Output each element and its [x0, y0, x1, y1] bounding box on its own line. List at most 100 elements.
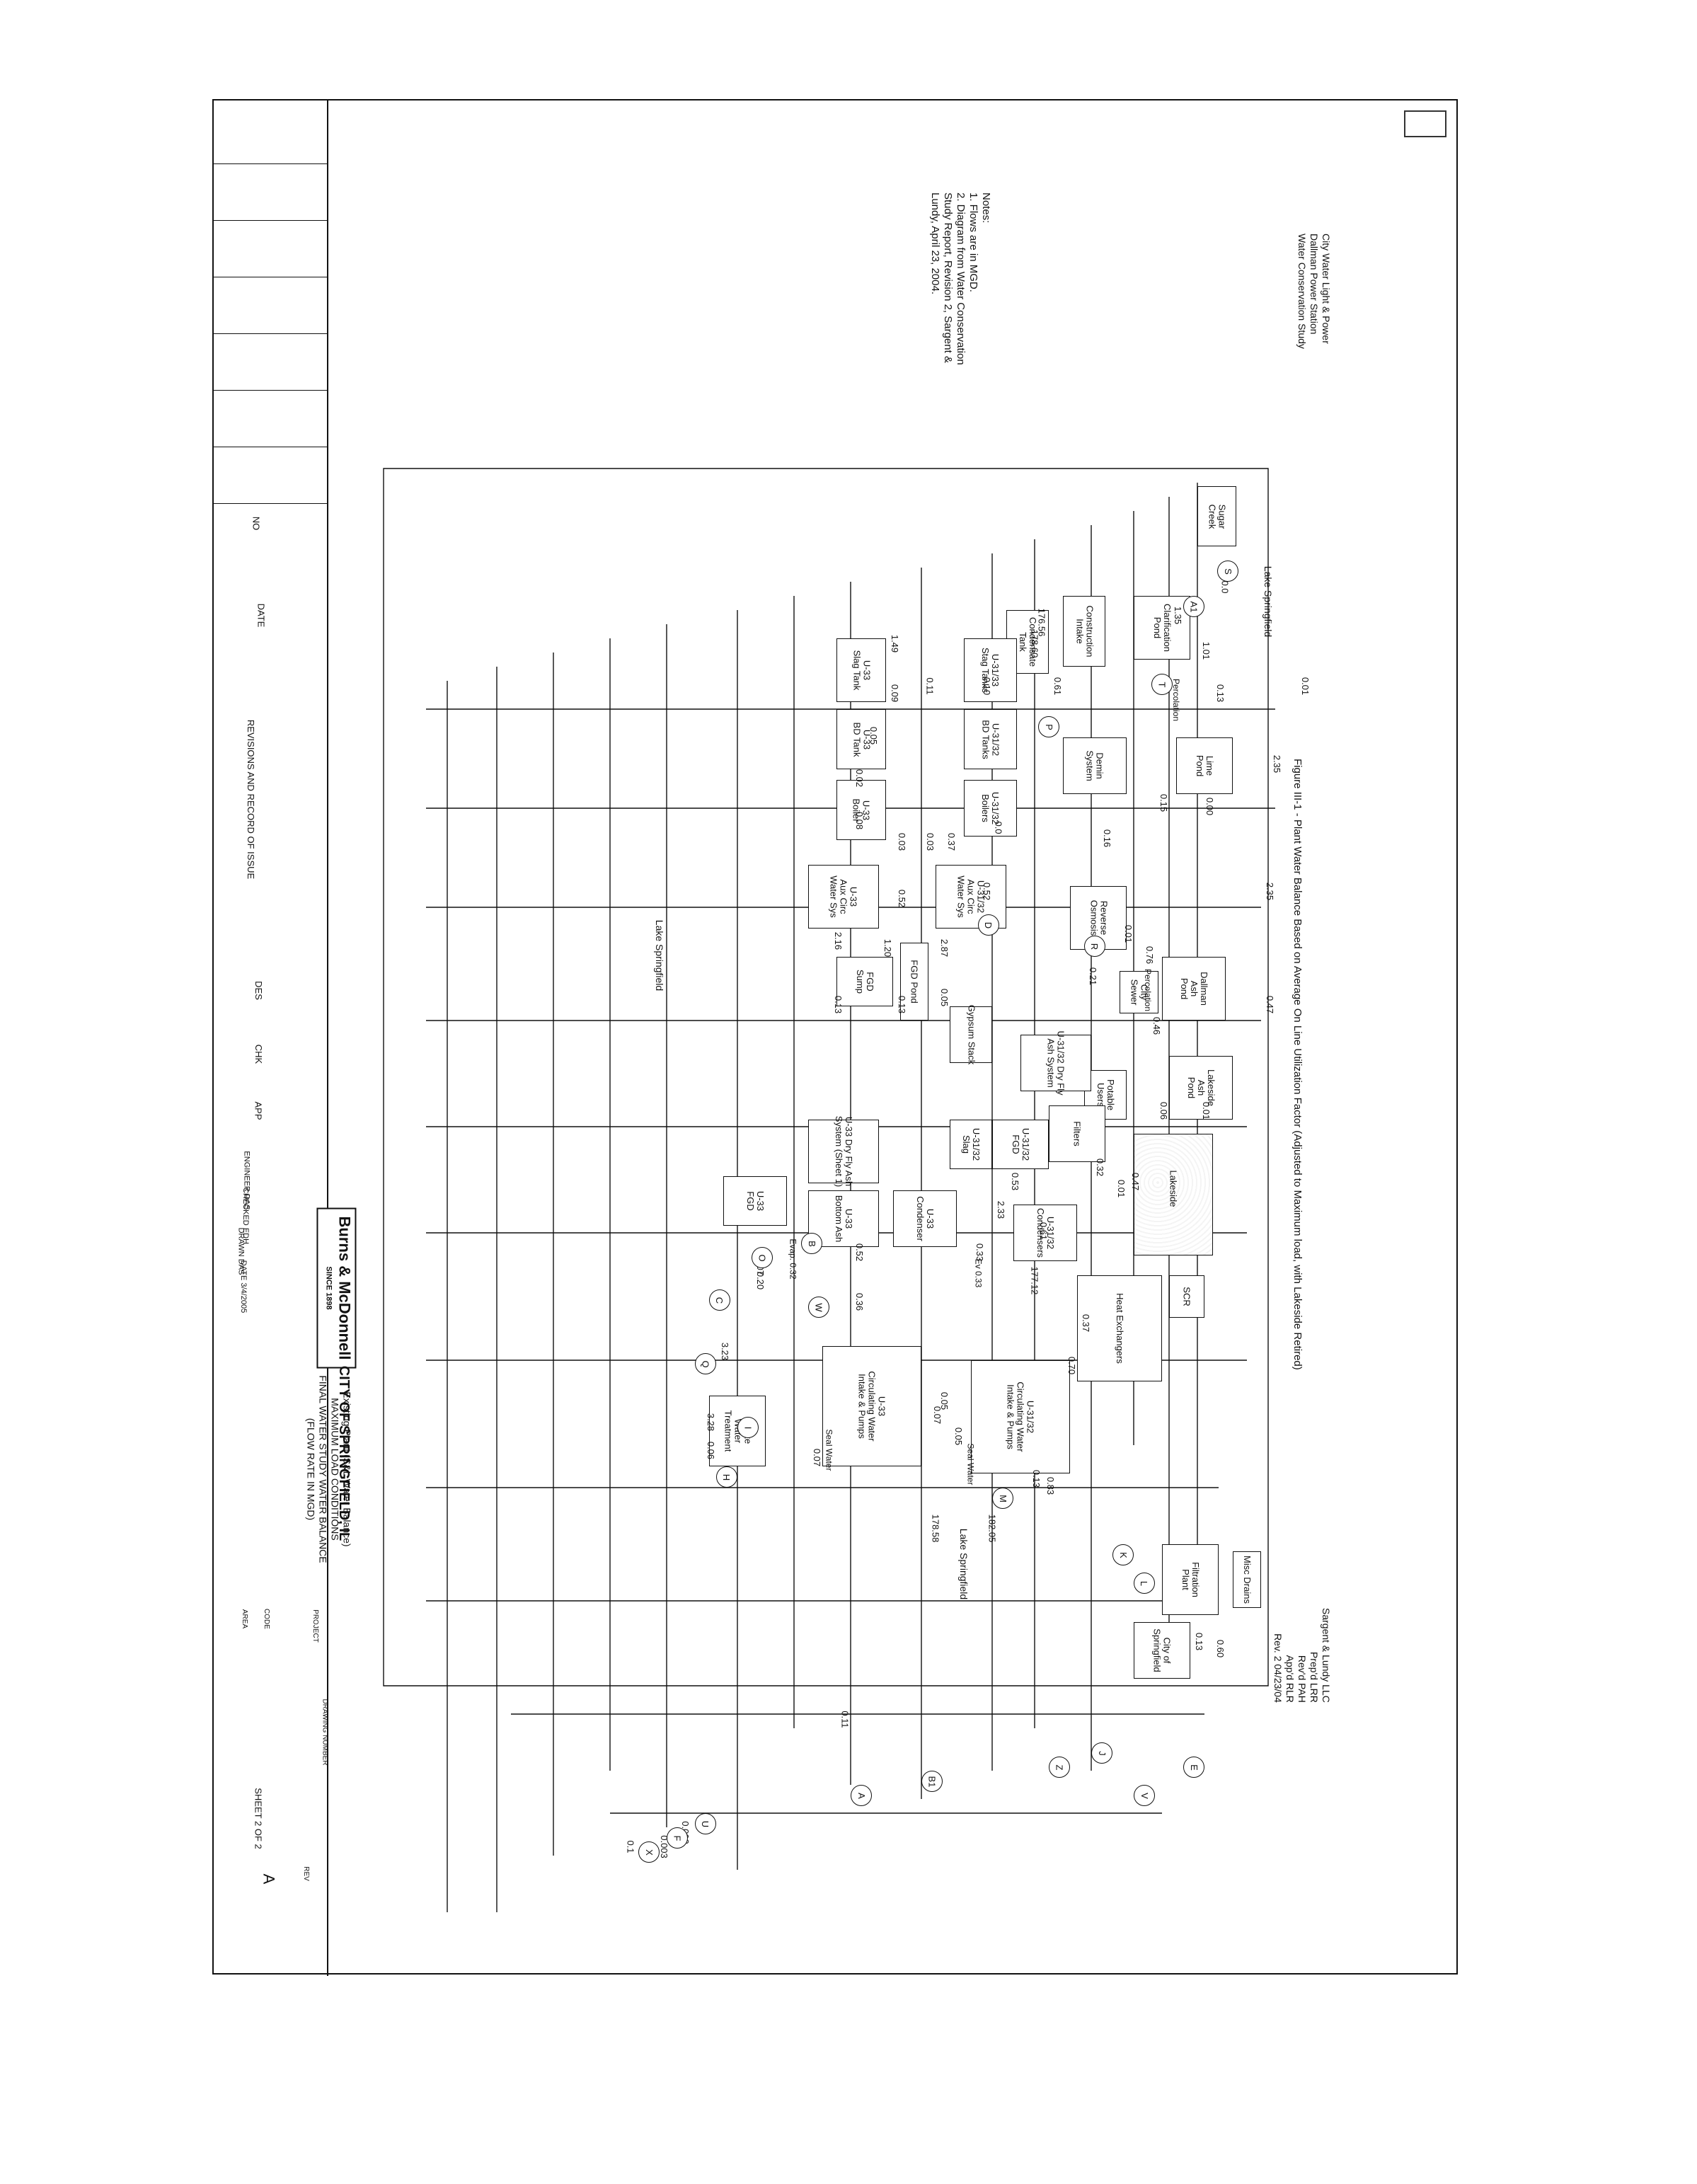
- flow-value: 0.07: [812, 1448, 823, 1467]
- code-label: CODE: [262, 1609, 270, 1629]
- flow-value: 0.15: [1158, 793, 1170, 812]
- date: DATE 3/4/2005: [239, 1260, 248, 1314]
- connector-t: T: [1151, 674, 1173, 695]
- u3132-bd-tanks-box: U-31/32 BD Tanks: [964, 709, 1017, 769]
- lakeside-label: Lakeside: [1168, 1170, 1179, 1207]
- flow-value: 0.03: [925, 832, 936, 851]
- project-label: PROJECT: [311, 1609, 319, 1643]
- flow-value: 0.61: [1038, 1222, 1049, 1241]
- fgd-sump-box: FGD Sump: [836, 957, 893, 1006]
- flow-value: 0.33: [974, 1243, 986, 1262]
- connector-b1: B1: [921, 1771, 943, 1792]
- flow-value: 0.47: [1265, 995, 1276, 1014]
- connector-m: M: [992, 1488, 1013, 1509]
- flow-value: 0.13: [1215, 684, 1226, 703]
- connector-p: P: [1038, 716, 1059, 737]
- connector-s: S: [1217, 561, 1238, 582]
- flow-value: 0.36: [854, 1292, 865, 1311]
- flow-value: 0.46: [1151, 1016, 1163, 1035]
- flow-value: 0.05: [953, 1427, 965, 1446]
- flow-value: 177.12: [1029, 1266, 1040, 1295]
- evap-label: Evap. 0.32: [788, 1238, 798, 1280]
- flow-value: 0.32: [1095, 1158, 1106, 1177]
- clarification-pond-box: Clarification Pond: [1134, 596, 1190, 660]
- drawing-sheet: City Water Light & Power Dallman Power S…: [212, 99, 1458, 1976]
- flow-value: 0.11: [924, 677, 936, 695]
- flow-value: 0.02: [854, 769, 865, 788]
- flow-value: 2.16: [833, 931, 844, 950]
- connector-a: A: [851, 1785, 872, 1806]
- drawing-label: DRAWING NUMBER: [321, 1699, 329, 1766]
- u3132-fgd-box: U-31/32 FGD: [992, 1120, 1049, 1169]
- flow-value: 0.70: [1066, 1356, 1078, 1375]
- evap-label: Ev 0.33: [973, 1258, 984, 1288]
- u33-boiler-box: U-33 Boiler: [836, 780, 886, 840]
- flow-value: 0.01: [1300, 677, 1311, 696]
- connector-u: U: [695, 1813, 716, 1834]
- flow-value: 0.52: [854, 1243, 865, 1262]
- lime-pond-box: Lime Pond: [1176, 737, 1233, 794]
- flow-value: 2.35: [1265, 882, 1276, 901]
- flow-value: 0.21: [1088, 967, 1099, 986]
- flow-value: 0.09: [890, 684, 901, 703]
- u33-condenser-box: U-33 Condenser: [893, 1190, 957, 1247]
- demin-system-box: Demin System: [1063, 737, 1127, 794]
- drawing-title: Existing Plant (S&L Water Balance) MAXIM…: [305, 1375, 353, 1563]
- flow-value: 0.0: [993, 821, 1004, 834]
- u33-bd-tank-box: U-33 BD Tank: [836, 709, 886, 769]
- col-app: APP: [253, 1101, 264, 1120]
- u3132-dry-fly-ash-box: U-31/32 Dry Fly Ash System: [1020, 1030, 1091, 1096]
- u3133-stag-tanks-box: U-31/33 Stag Tanks: [964, 638, 1017, 702]
- flow-value: 1.01: [1201, 641, 1212, 660]
- flow-value: 0.0: [1219, 580, 1231, 594]
- connector-f: F: [667, 1827, 688, 1849]
- sheet-number: SHEET 2 OF 2: [253, 1788, 264, 1849]
- flow-value: 0.37: [1081, 1314, 1092, 1333]
- percolation-label: Percolation: [1171, 678, 1182, 722]
- connector-h: H: [716, 1466, 737, 1488]
- flow-value: 0.01: [1116, 1179, 1127, 1198]
- col-date: DATE: [255, 603, 267, 628]
- flow-value: 0.06: [706, 1441, 717, 1460]
- connector-x: X: [638, 1841, 660, 1863]
- col-chk: CHK: [253, 1044, 265, 1064]
- connector-i: I: [737, 1417, 759, 1438]
- u33-dry-fly-ash-box: U-33 Dry Fly Ash System (Sheet 1): [808, 1116, 879, 1187]
- col-des: DES: [253, 981, 264, 1000]
- u3132-condensers-box: U-31/32 Condensers: [1013, 1205, 1077, 1261]
- flow-value: 0.13: [897, 995, 908, 1014]
- flow-value: 0.05: [939, 1391, 950, 1410]
- connector-d: D: [978, 914, 999, 936]
- u33-aux-circ-box: U-33 Aux Circ Water Sys: [808, 865, 879, 929]
- scr-box: SCR: [1169, 1275, 1204, 1318]
- connector-o: O: [752, 1247, 773, 1268]
- flow-value: 0.61: [1052, 677, 1064, 696]
- u3132-boilers-box: U-31/32 Boilers: [964, 780, 1017, 837]
- percolation-label: Percolation: [1143, 968, 1154, 1012]
- city-sewer-box: City Sewer: [1120, 971, 1158, 1013]
- city-of-springfield-box: City of Springfield: [1134, 1622, 1190, 1679]
- company-logo: Burns & McDonnell SINCE 1898: [316, 1207, 357, 1369]
- connector-c: C: [709, 1289, 730, 1311]
- title-block: NO DATE REVISIONS AND RECORD OF ISSUE DE…: [214, 100, 357, 1976]
- seal-water-label: Seal Water: [824, 1429, 834, 1471]
- flow-value: 0.47: [1130, 1172, 1141, 1191]
- flow-value: 0.01: [1123, 924, 1134, 943]
- u33-fgd-box: U-33 FGD: [723, 1176, 787, 1226]
- connector-w: W: [808, 1297, 829, 1318]
- flow-value: 0.13: [833, 995, 844, 1014]
- heat-exchangers-box: Heat Exchangers: [1077, 1275, 1162, 1381]
- flow-value: 0.53: [1010, 1172, 1021, 1191]
- misc-drains-box: Misc Drains: [1233, 1551, 1261, 1608]
- u33-circ-water-box: U-33 Circulating Water Intake & Pumps: [822, 1346, 921, 1466]
- flow-value: 0.60: [1215, 1639, 1226, 1658]
- flow-value: 0.1: [625, 1840, 636, 1853]
- flow-value: 0.01: [1201, 1101, 1212, 1120]
- col-no: NO: [251, 516, 262, 531]
- lake-springfield-label: Lake Springfield: [958, 1528, 970, 1600]
- flow-value: 0.52: [982, 882, 993, 901]
- flow-value: 0.08: [854, 811, 865, 830]
- flow-value: 0.76: [1144, 946, 1156, 965]
- flow-value: 0.37: [946, 832, 957, 851]
- flow-value: 0.13: [1194, 1632, 1205, 1651]
